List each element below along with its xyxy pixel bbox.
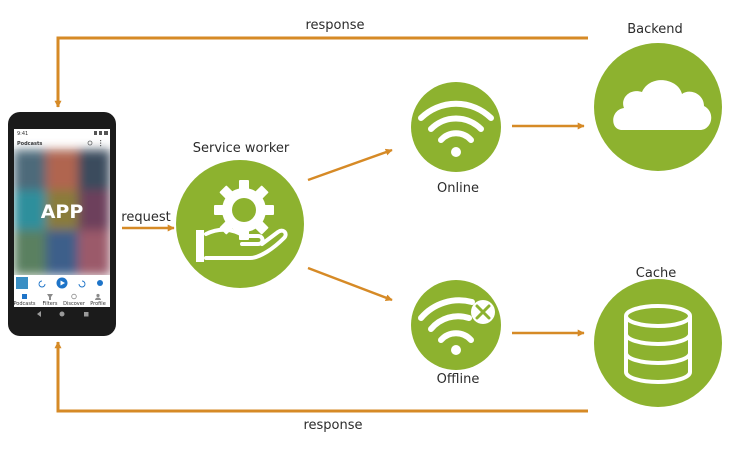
- phone-mockup: 9:41 Podcasts APP: [8, 112, 116, 336]
- database-icon: [624, 304, 692, 384]
- response-top-arrow: [54, 36, 588, 108]
- service-worker-node: [176, 160, 304, 288]
- offline-label: Offline: [437, 372, 480, 387]
- wifi-icon: [418, 100, 494, 143]
- backend-label: Backend: [627, 22, 683, 37]
- system-recents-icon: [84, 312, 89, 317]
- nav-label-filters: Filters: [43, 301, 58, 307]
- nav-filters-icon: [47, 294, 53, 300]
- rewind-icon: [38, 280, 46, 288]
- gear-hand-icon: [196, 180, 288, 262]
- cloud-icon: [613, 80, 712, 130]
- forward-icon: [78, 280, 86, 288]
- response-bottom-label: response: [303, 418, 362, 433]
- nav-profile-icon: [96, 293, 100, 298]
- backend-node: [594, 43, 722, 171]
- sw-to-offline-arrow: [307, 266, 393, 302]
- app-bar-title: Podcasts: [17, 141, 42, 147]
- sw-to-online-arrow: [307, 148, 393, 182]
- status-time: 9:41: [17, 131, 28, 137]
- service-worker-label: Service worker: [193, 141, 290, 156]
- offline-node: [411, 280, 501, 370]
- phone-menu-icon: [100, 140, 102, 142]
- online-label: Online: [437, 181, 479, 196]
- podcast-grid-blurred: [14, 150, 110, 275]
- online-node: [411, 82, 501, 172]
- nav-label-discover: Discover: [63, 301, 86, 307]
- cache-node: [594, 279, 722, 407]
- request-label: request: [121, 210, 170, 225]
- wifi-off-icon: [418, 297, 495, 355]
- nav-podcasts-icon: [22, 294, 27, 299]
- speed-icon: [97, 280, 103, 286]
- response-top-label: response: [305, 18, 364, 33]
- nav-label-podcasts: Podcasts: [13, 301, 35, 307]
- system-home-icon: [59, 311, 65, 317]
- phone-search-icon: [87, 140, 93, 146]
- nav-label-profile: Profile: [90, 301, 106, 307]
- system-back-icon: [37, 311, 41, 317]
- now-playing-art: [16, 277, 28, 289]
- app-label: APP: [41, 201, 84, 223]
- nav-discover-icon: [71, 293, 77, 300]
- cache-label: Cache: [636, 266, 676, 281]
- response-bottom-arrow: [54, 341, 588, 413]
